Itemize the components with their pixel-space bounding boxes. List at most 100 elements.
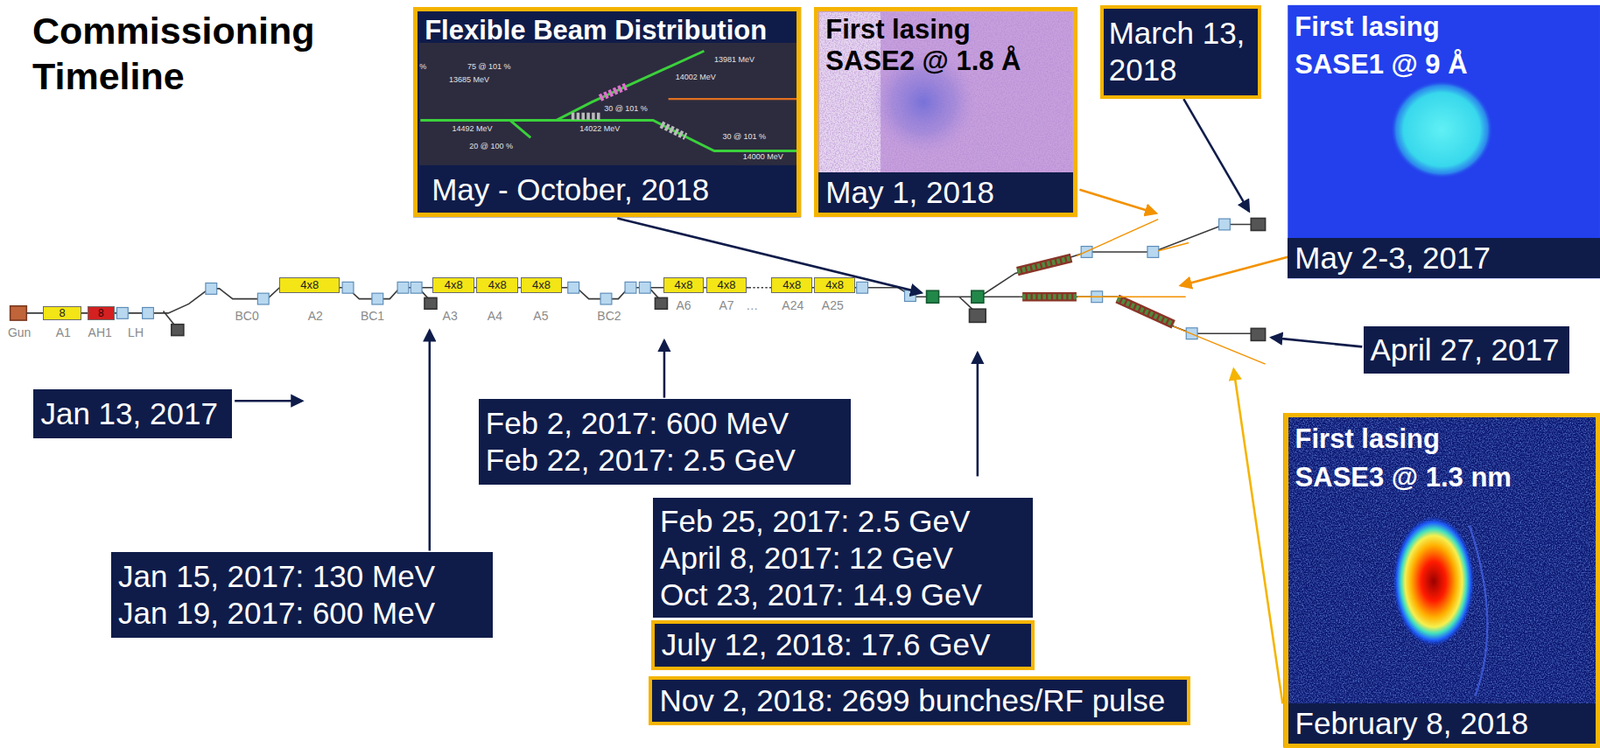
- beam-distribution-image: [420, 50, 704, 120]
- beamline: [638, 281, 651, 294]
- beam-value-label: 14022 MeV: [579, 125, 620, 134]
- beamline: [1250, 217, 1265, 231]
- photon-beamline: [1077, 296, 1186, 298]
- panel-date: May 2-3, 2017: [1287, 238, 1600, 279]
- module-count: 4x8: [444, 279, 464, 291]
- module-box: 8: [42, 306, 82, 321]
- sase3-image: [1287, 417, 1596, 744]
- beam-distribution-image: [555, 120, 798, 152]
- beamline: [624, 281, 637, 294]
- section-label: Gun: [7, 326, 31, 340]
- date-text: Jan 15, 2017: 130 MeV: [118, 558, 486, 596]
- illustration: [10, 5, 1600, 748]
- leader-arrow: [1183, 98, 1250, 211]
- beamline: [1017, 258, 1072, 272]
- photon-beamline: [1173, 326, 1266, 365]
- module-count: 4x8: [488, 279, 507, 291]
- beamline: [171, 324, 184, 337]
- leader-arrow: [1079, 189, 1156, 214]
- timeline-box: Nov 2, 2018: 2699 bunches/RF pulse: [648, 676, 1191, 726]
- beamline: [971, 290, 984, 303]
- date-text: Oct 23, 2017: 14.9 GeV: [659, 576, 1026, 614]
- beam-distribution-image: [419, 42, 797, 166]
- section-label: …: [745, 299, 758, 313]
- panel-date: February 8, 2018: [1288, 703, 1596, 744]
- module-box: 4x8: [432, 277, 475, 293]
- date-text: April 27, 2017: [1370, 331, 1563, 369]
- panel-heading: First lasing SASE3 @ 1.3 nm: [1288, 417, 1541, 497]
- section-label: A6: [676, 299, 692, 313]
- leader-arrow: [663, 340, 667, 398]
- module-box: 4x8: [706, 277, 748, 293]
- beamline: [856, 281, 869, 294]
- panel-heading: Flexible Beam Distribution: [417, 11, 797, 47]
- sase1-image: [1287, 5, 1600, 279]
- beamline: [1022, 294, 1077, 300]
- leader-arrow: [234, 400, 302, 403]
- section-label: A4: [487, 309, 503, 323]
- section-label: A24: [781, 299, 804, 313]
- section-label: BC0: [234, 309, 259, 323]
- module-box: 4x8: [520, 277, 563, 293]
- module-box: 4x8: [663, 277, 705, 293]
- module-box: 4x8: [814, 277, 856, 293]
- beamline: [10, 306, 28, 321]
- date-text: March 13, 2018: [1108, 14, 1253, 89]
- date-text: Jan 13, 2017: [40, 395, 225, 433]
- sase3-image: [1469, 525, 1488, 696]
- beamline: [568, 281, 580, 294]
- beam-distribution-image: [571, 112, 603, 120]
- beamline: [1020, 296, 1257, 334]
- beam-distribution-image: [599, 85, 627, 99]
- date-text: Nov 2, 2018: 2699 bunches/RF pulse: [659, 682, 1180, 720]
- beamline: [342, 281, 354, 294]
- date-text: Feb 25, 2017: 2.5 GeV: [659, 503, 1026, 541]
- section-label: A3: [442, 309, 458, 323]
- module-count: 8: [58, 307, 65, 319]
- beamline: [410, 281, 422, 294]
- beamline: [1250, 328, 1265, 341]
- section-label: A25: [821, 299, 844, 313]
- timeline-box: Jan 13, 2017: [33, 389, 232, 439]
- beam-distribution-image: [660, 124, 686, 137]
- milestone-panel: First lasing SASE3 @ 1.3 nm February 8, 2…: [1284, 413, 1600, 748]
- beamline: [749, 283, 770, 292]
- beamline: [1147, 246, 1159, 259]
- timeline-box: April 27, 2017: [1363, 326, 1570, 374]
- beamline: [1219, 218, 1231, 231]
- leader-arrow: [1233, 369, 1283, 704]
- panel-heading: First lasing SASE1 @ 9 Å: [1287, 5, 1540, 85]
- section-label: A1: [56, 326, 71, 340]
- beam-value-label: %: [419, 63, 427, 72]
- panel-heading: First lasing SASE2 @ 1.8 Å: [818, 11, 1071, 77]
- beamline: [205, 283, 218, 295]
- beam-value-label: 14492 MeV: [451, 125, 492, 134]
- section-label: BC1: [360, 309, 385, 323]
- section-label: A5: [533, 309, 548, 323]
- leader-arrow: [976, 352, 980, 477]
- beam-distribution-image: [413, 7, 801, 218]
- sase1-image: [1390, 80, 1494, 179]
- timeline-box: Jan 15, 2017: 130 MeVJan 19, 2017: 600 M…: [111, 552, 493, 639]
- photon-beamline: [1076, 219, 1266, 365]
- beam-value-label: 20 @ 100 %: [469, 142, 513, 152]
- sase2-image: [814, 7, 1078, 218]
- panel-date: May 1, 2018: [818, 172, 1074, 213]
- module-box: 8: [87, 306, 114, 321]
- beam-value-label: 75 @ 101 %: [467, 63, 512, 72]
- section-label: A7: [718, 299, 734, 313]
- date-text: April 8, 2017: 12 GeV: [659, 540, 1026, 577]
- photon-beamline: [1076, 219, 1158, 257]
- beam-distribution-image: [510, 120, 531, 139]
- beamline: [1117, 299, 1174, 325]
- section-label: LH: [127, 326, 144, 340]
- beamline: [1017, 258, 1072, 272]
- date-text: Feb 22, 2017: 2.5 GeV: [485, 442, 845, 479]
- leader-arrow: [617, 217, 921, 293]
- timeline-box: Feb 25, 2017: 2.5 GeVApril 8, 2017: 12 G…: [652, 498, 1033, 619]
- module-box: 4x8: [771, 277, 813, 293]
- module-count: 4x8: [782, 279, 801, 291]
- section-label: BC2: [596, 309, 621, 323]
- beamline: [116, 218, 1230, 340]
